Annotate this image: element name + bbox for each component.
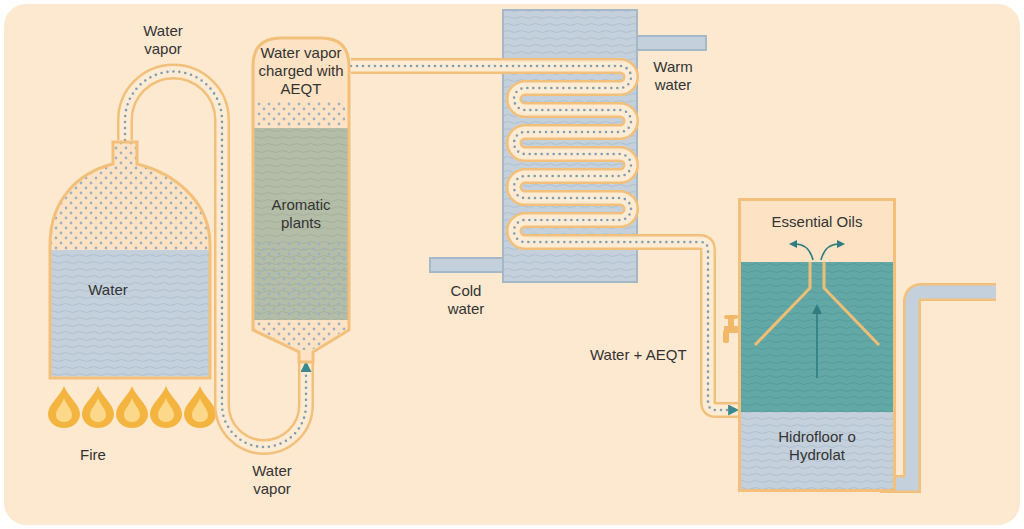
- flow-label: Water + AEQT: [590, 346, 687, 364]
- rise-arrow-head: [812, 304, 822, 314]
- vapor-flow: [351, 66, 738, 410]
- background-panel: [4, 4, 1020, 525]
- separator-flask: Essential OilsHidrofloor o Hydrolat: [738, 198, 896, 492]
- flame-core: [90, 398, 106, 422]
- vapor-dots: [257, 102, 345, 126]
- column-body: [253, 38, 349, 362]
- boiler-vessel: Water: [48, 140, 212, 380]
- fire-symbol: [48, 386, 216, 428]
- product-label: Hidrofloor o Hydrolat: [772, 428, 862, 464]
- tap-spout: [723, 330, 729, 343]
- flame-core: [158, 398, 174, 422]
- flame: [116, 386, 148, 428]
- hydrolat-layer: [741, 412, 893, 489]
- overflow-arrow: [821, 244, 839, 260]
- flame-core: [124, 398, 140, 422]
- heat-label: Fire: [80, 446, 106, 464]
- vapor-note: Water vapor charged with AEQT: [256, 44, 346, 98]
- plant-column: Water vapor charged with AEQT Aromatic pl…: [251, 36, 351, 362]
- flow-label: Cold water: [441, 282, 491, 318]
- flame: [184, 386, 216, 428]
- tap-stem: [728, 318, 734, 327]
- flow-label: Water vapor: [136, 22, 190, 58]
- boiler-vessel-shape: [48, 140, 212, 380]
- flame: [82, 386, 114, 428]
- tap-symbol: [723, 315, 738, 343]
- plant-fill: [254, 128, 348, 320]
- rise-arrow: [816, 310, 818, 378]
- pipe-bore: [351, 66, 738, 410]
- flame-core: [192, 398, 208, 422]
- boiler-body: [50, 142, 210, 378]
- vapor-dots: [257, 240, 345, 318]
- vapor-dots: [50, 142, 210, 378]
- steam-pipe: [351, 66, 738, 410]
- cold-water-pipe: [430, 258, 510, 272]
- water-fill: [51, 250, 209, 377]
- pipe-wall: [351, 66, 738, 410]
- boiler-outline: [50, 142, 210, 378]
- oil-layer: [741, 262, 893, 412]
- flame: [48, 386, 80, 428]
- flow-label: Water vapor: [245, 462, 299, 498]
- flask-body: [740, 200, 895, 491]
- column-outline: [253, 38, 349, 362]
- flame-core: [56, 398, 72, 422]
- content-label: Water: [60, 281, 156, 299]
- flame: [150, 386, 182, 428]
- product-label: Essential Oils: [742, 213, 892, 231]
- flask-outline: [740, 200, 895, 491]
- flow-label: Warm water: [643, 58, 703, 94]
- tap-handle: [724, 315, 738, 319]
- overflow-arrow-head: [789, 240, 797, 248]
- overflow-arrow-head: [837, 240, 845, 248]
- outlet-pipe-water: [880, 292, 996, 484]
- outlet-pipe: [880, 292, 996, 484]
- overflow-arrow: [795, 244, 813, 260]
- warm-water-pipe: [630, 36, 706, 50]
- content-label: Aromatic plants: [256, 196, 346, 232]
